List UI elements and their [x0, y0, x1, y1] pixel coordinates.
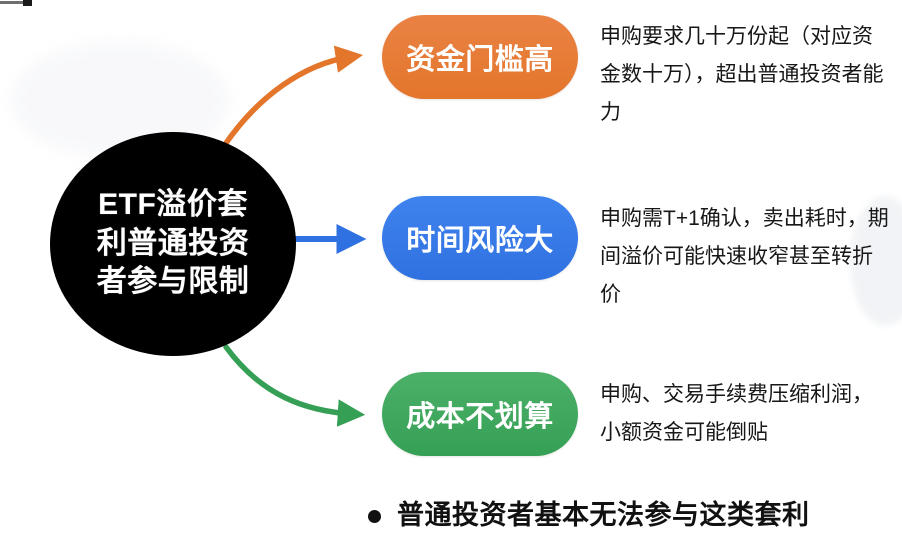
central-node-etf-arbitrage-limits: ETF溢价套利普通投资者参与限制 [50, 132, 296, 356]
branch-node-time-risk[interactable]: 时间风险大 [382, 196, 578, 280]
branch-description-funding-threshold: 申购要求几十万份起（对应资金数十万），超出普通投资者能力 [600, 25, 884, 124]
branch-node-label: 时间风险大 [406, 225, 554, 257]
conclusion-text: 普通投资者基本无法参与这类套利 [397, 500, 810, 530]
branch-description-time-risk: 申购需T+1确认，卖出耗时，期间溢价可能快速收窄甚至转折价 [600, 207, 889, 306]
background-smudge-right [850, 196, 902, 326]
cropped-toolbar-line [0, 1, 29, 4]
branch-node-funding-threshold[interactable]: 资金门槛高 [382, 15, 578, 99]
branch-description-cost-inefficiency: 申购、交易手续费压缩利润，小额资金可能倒贴 [600, 383, 873, 444]
arrow-to-cost-inefficiency [223, 344, 366, 427]
cropped-toolbar-block [23, 0, 32, 6]
branch-node-cost-inefficiency[interactable]: 成本不划算 [382, 372, 578, 456]
central-node-label: ETF溢价套利普通投资者参与限制 [96, 188, 250, 299]
bullet-point-icon [368, 510, 381, 523]
branch-node-label: 成本不划算 [406, 401, 554, 433]
arrow-to-funding-threshold [221, 45, 364, 149]
branch-node-label: 资金门槛高 [406, 44, 554, 76]
conclusion-bullet-item: 普通投资者基本无法参与这类套利 [368, 498, 810, 533]
